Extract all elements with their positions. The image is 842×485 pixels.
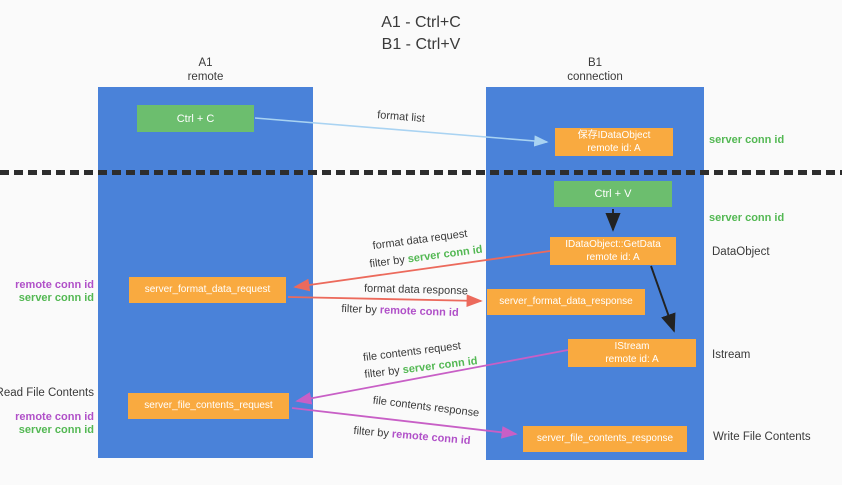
- file-request-label: server_file_contents_request: [144, 400, 273, 412]
- istream-line2: remote id: A: [605, 354, 659, 365]
- file-contents-response-filter-label: filter by remote conn id: [353, 425, 471, 447]
- diagram-title: A1 - Ctrl+C B1 - Ctrl+V: [0, 12, 842, 55]
- ctrl-c-label: Ctrl + C: [176, 112, 215, 125]
- format-request-label: server_format_data_request: [144, 284, 271, 296]
- left-column-header: A1 remote: [98, 56, 313, 85]
- getdata-line1: IDataObject::GetData: [565, 238, 661, 250]
- remote-conn-id-key: remote conn id: [379, 304, 459, 320]
- format-data-response-label: format data response: [363, 282, 469, 298]
- file-contents-response-label: file contents response: [372, 394, 480, 420]
- right-server-conn-id-label-2: server conn id: [709, 212, 785, 224]
- server-format-data-request-node: server_format_data_request: [129, 277, 286, 303]
- ctrl-v-label: Ctrl + V: [594, 188, 632, 200]
- left-remote-conn-id-label-1: remote conn id: [15, 279, 94, 291]
- istream-line1: IStream: [614, 340, 650, 352]
- read-file-contents-label: Read File Contents: [0, 387, 94, 399]
- idataobject-getdata-node: IDataObject::GetData remote id: A: [550, 237, 676, 265]
- dataobject-label: DataObject: [712, 246, 770, 258]
- file-response-label: server_file_contents_response: [536, 433, 674, 445]
- filter-by-text: filter by: [363, 364, 404, 381]
- getdata-line2: remote id: A: [586, 252, 640, 263]
- server-file-contents-request-node: server_file_contents_request: [128, 393, 289, 419]
- filter-by-text: filter by: [368, 253, 409, 271]
- right-server-conn-id-label-1: server conn id: [709, 134, 785, 146]
- left-column-name: A1: [198, 57, 213, 69]
- server-format-data-response-node: server_format_data_response: [487, 289, 645, 315]
- istream-node: IStream remote id: A: [568, 339, 696, 367]
- format-data-response-arrow: [287, 294, 483, 308]
- write-file-contents-label: Write File Contents: [713, 431, 811, 443]
- title-line-2: B1 - Ctrl+V: [381, 35, 461, 53]
- format-data-response-filter-label: filter by remote conn id: [341, 303, 459, 319]
- right-column-name: B1: [587, 57, 603, 69]
- remote-conn-id-key: remote conn id: [391, 428, 471, 448]
- save-idataobject-line2: remote id: A: [587, 143, 641, 154]
- server-file-contents-response-node: server_file_contents_response: [523, 426, 687, 452]
- left-server-conn-id-label-2: server conn id: [18, 424, 94, 436]
- istream-side-label: Istream: [712, 349, 751, 361]
- dotted-divider-line: [0, 170, 842, 175]
- left-remote-conn-id-label-2: remote conn id: [15, 411, 94, 423]
- filter-by-text: filter by: [341, 302, 381, 317]
- left-column-role: remote: [187, 71, 224, 84]
- right-column-header: B1 connection: [486, 56, 704, 85]
- save-idataobject-line1: 保存IDataObject: [577, 129, 651, 141]
- save-idataobject-node: 保存IDataObject remote id: A: [555, 128, 673, 156]
- server-conn-id-key: server conn id: [407, 243, 484, 266]
- right-column-role: connection: [567, 71, 623, 84]
- left-server-conn-id-label-1: server conn id: [18, 292, 94, 304]
- title-line-1: A1 - Ctrl+C: [381, 14, 461, 31]
- server-conn-id-key: server conn id: [402, 355, 479, 377]
- filter-by-text: filter by: [353, 424, 393, 441]
- format-response-label: server_format_data_response: [499, 296, 633, 308]
- ctrl-c-node: Ctrl + C: [137, 105, 254, 132]
- format-list-label: format list: [376, 109, 426, 125]
- ctrl-v-node: Ctrl + V: [554, 181, 672, 207]
